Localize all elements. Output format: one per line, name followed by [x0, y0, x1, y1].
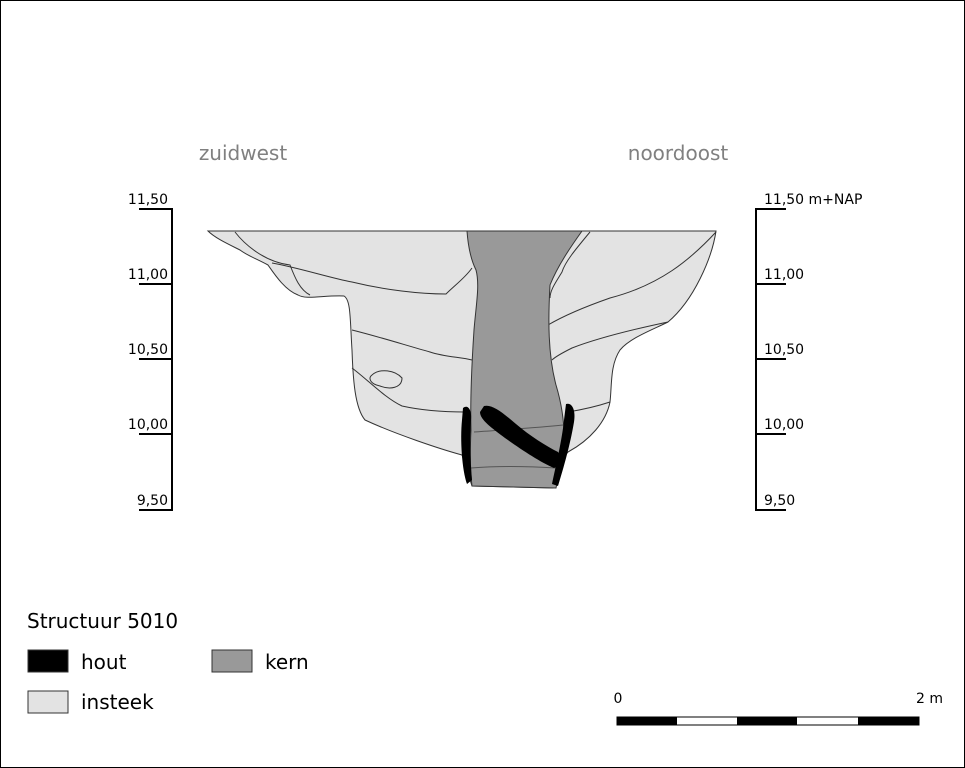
direction-label-northeast: noordoost — [628, 141, 729, 165]
legend-label-insteek: insteek — [81, 690, 154, 714]
insteek-layer-line — [547, 231, 717, 326]
left-tick-label: 10,00 — [128, 417, 168, 433]
insteek-layer-line — [271, 262, 473, 295]
left-tick-label: 11,00 — [128, 267, 168, 283]
insteek-fill — [206, 230, 717, 489]
right-tick-label: 9,50 — [764, 493, 795, 509]
right-elevation-scale: 11,50 m+NAP 11,00 10,50 10,00 9,50 — [755, 192, 862, 511]
kern-layer-line — [470, 466, 557, 469]
legend-swatch-kern — [211, 649, 253, 673]
scale-bar: 0 2 m — [614, 691, 943, 726]
legend-label-hout: hout — [81, 650, 127, 674]
insteek-layer-line — [549, 231, 591, 299]
insteek-layer-line — [351, 329, 473, 361]
right-tick-label: 10,50 — [764, 342, 804, 358]
section-profile — [206, 230, 717, 489]
legend-swatch-insteek — [27, 690, 69, 714]
hout-left-post — [461, 406, 472, 484]
right-tick-label: 11,00 — [764, 267, 804, 283]
insteek-layer-line — [369, 370, 403, 389]
legend-label-kern: kern — [265, 650, 309, 674]
insteek-layer-line — [551, 321, 669, 361]
left-elevation-scale: 11,50 11,00 10,50 10,00 9,50 — [128, 192, 173, 511]
left-tick-label: 11,50 — [128, 192, 168, 208]
right-tick-label: 11,50 m+NAP — [764, 192, 862, 208]
legend-swatch-hout — [27, 649, 69, 673]
insteek-layer-line — [234, 231, 311, 296]
legend-title: Structuur 5010 — [27, 609, 178, 633]
scale-bar-end-label: 2 m — [916, 691, 943, 707]
insteek-layer-line — [351, 367, 466, 413]
scale-bar-start-label: 0 — [614, 691, 623, 707]
left-tick-label: 10,50 — [128, 342, 168, 358]
scale-bar-segment — [617, 717, 677, 725]
scale-bar-segment — [737, 717, 797, 725]
direction-label-southwest: zuidwest — [199, 141, 288, 165]
left-tick-label: 9,50 — [137, 493, 168, 509]
right-tick-label: 10,00 — [764, 417, 804, 433]
hout-diagonal-beam — [480, 405, 561, 468]
legend: Structuur 5010 hout kern insteek — [27, 609, 309, 714]
scale-bar-segment — [858, 717, 919, 725]
